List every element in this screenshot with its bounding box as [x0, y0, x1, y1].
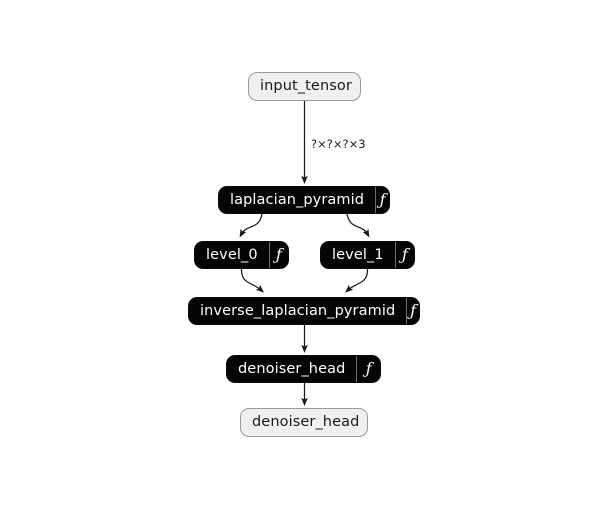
edge-level0-to-inverse — [240, 268, 264, 293]
node-inverse-laplacian-pyramid-label: inverse_laplacian_pyramid — [200, 302, 396, 319]
function-badge-icon: ƒ — [406, 298, 419, 324]
node-laplacian-pyramid-label: laplacian_pyramid — [230, 191, 365, 208]
edge-laplacian-to-level1 — [346, 213, 370, 238]
node-level-0[interactable]: level_0 ƒ — [194, 241, 289, 269]
node-laplacian-pyramid[interactable]: laplacian_pyramid ƒ — [218, 186, 390, 214]
node-denoiser-head-output[interactable]: denoiser_head — [240, 408, 368, 437]
function-badge-icon: ƒ — [268, 242, 288, 268]
function-badge-icon: ƒ — [394, 242, 414, 268]
node-inverse-laplacian-pyramid[interactable]: inverse_laplacian_pyramid ƒ — [188, 297, 420, 325]
node-denoiser-head-layer[interactable]: denoiser_head ƒ — [226, 355, 381, 383]
node-denoiser-head-layer-label: denoiser_head — [238, 360, 346, 377]
node-level-1-label: level_1 — [332, 246, 384, 263]
node-level-0-label: level_0 — [206, 246, 258, 263]
edge-label-input-shape: ?×?×?×3 — [311, 137, 366, 151]
node-level-1[interactable]: level_1 ƒ — [320, 241, 415, 269]
node-input-tensor-label: input_tensor — [260, 78, 352, 95]
function-badge-icon: ƒ — [356, 356, 380, 382]
function-badge-icon: ƒ — [375, 187, 389, 213]
node-denoiser-head-output-label: denoiser_head — [252, 414, 360, 431]
node-input-tensor[interactable]: input_tensor — [248, 72, 361, 101]
edge-laplacian-to-level0 — [239, 213, 263, 238]
edge-level1-to-inverse — [345, 268, 369, 293]
